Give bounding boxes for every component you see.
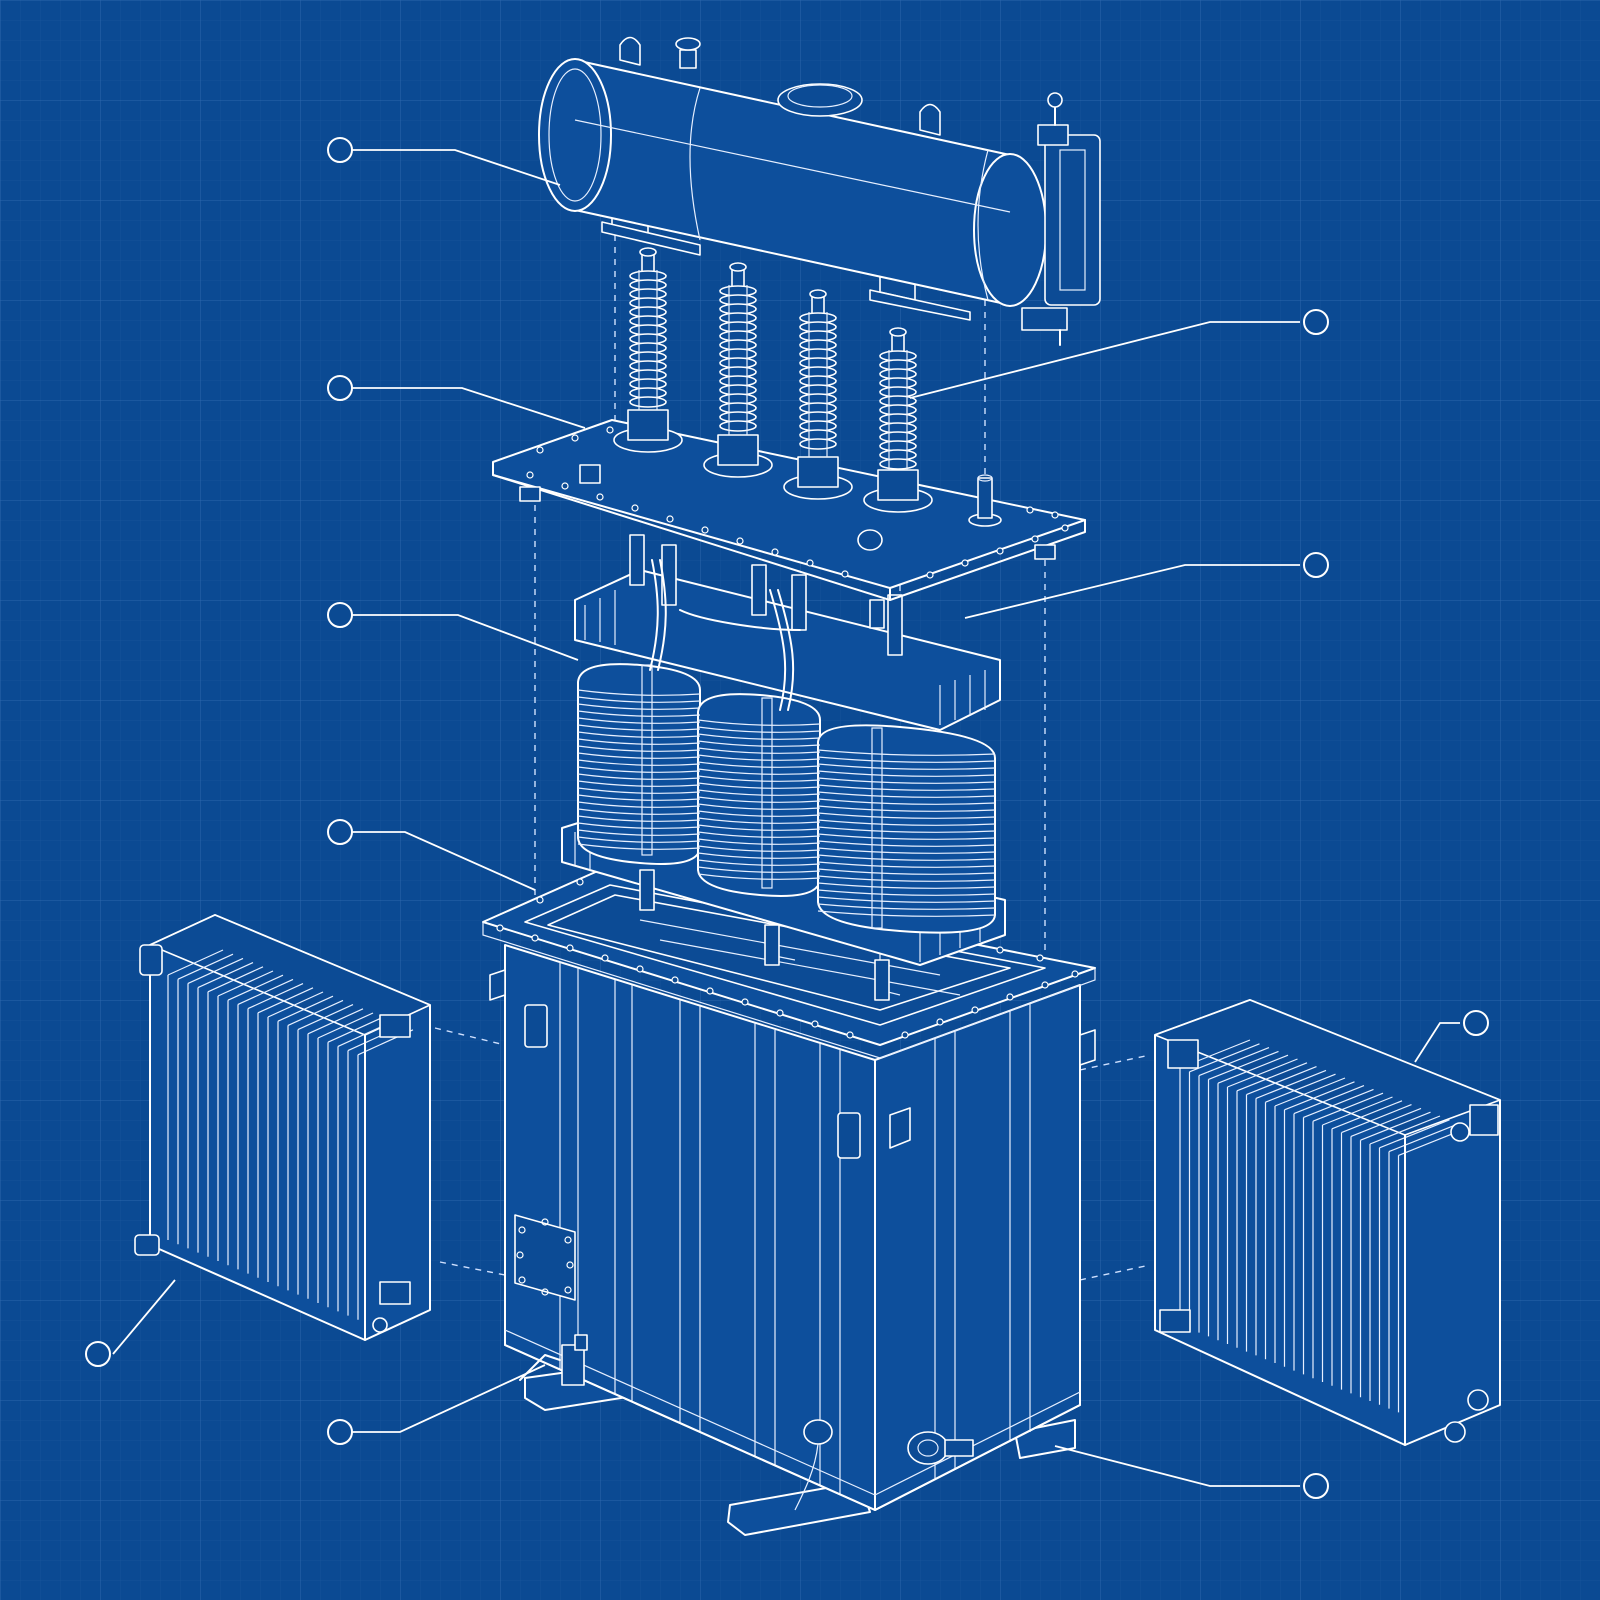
callout-8 xyxy=(1303,552,1329,578)
callout-5 xyxy=(85,1341,111,1367)
callout-6 xyxy=(327,1419,353,1445)
conservator-tank xyxy=(538,36,1101,346)
hv-bushings xyxy=(613,247,933,513)
tank-cover xyxy=(492,419,1086,629)
callout-1 xyxy=(327,137,353,163)
base-valve xyxy=(519,1334,588,1386)
callout-3 xyxy=(327,602,353,628)
left-radiator xyxy=(134,914,431,1341)
main-tank xyxy=(482,869,1096,1536)
callout-9 xyxy=(1463,1010,1489,1036)
callout-7 xyxy=(1303,309,1329,335)
drain-valve xyxy=(907,1431,974,1465)
callout-leaders xyxy=(112,149,1460,1487)
callout-2 xyxy=(327,375,353,401)
right-radiator xyxy=(1154,999,1501,1446)
callouts xyxy=(85,137,1489,1499)
core-and-windings xyxy=(561,534,1006,1001)
callout-10 xyxy=(1303,1473,1329,1499)
callout-4 xyxy=(327,819,353,845)
